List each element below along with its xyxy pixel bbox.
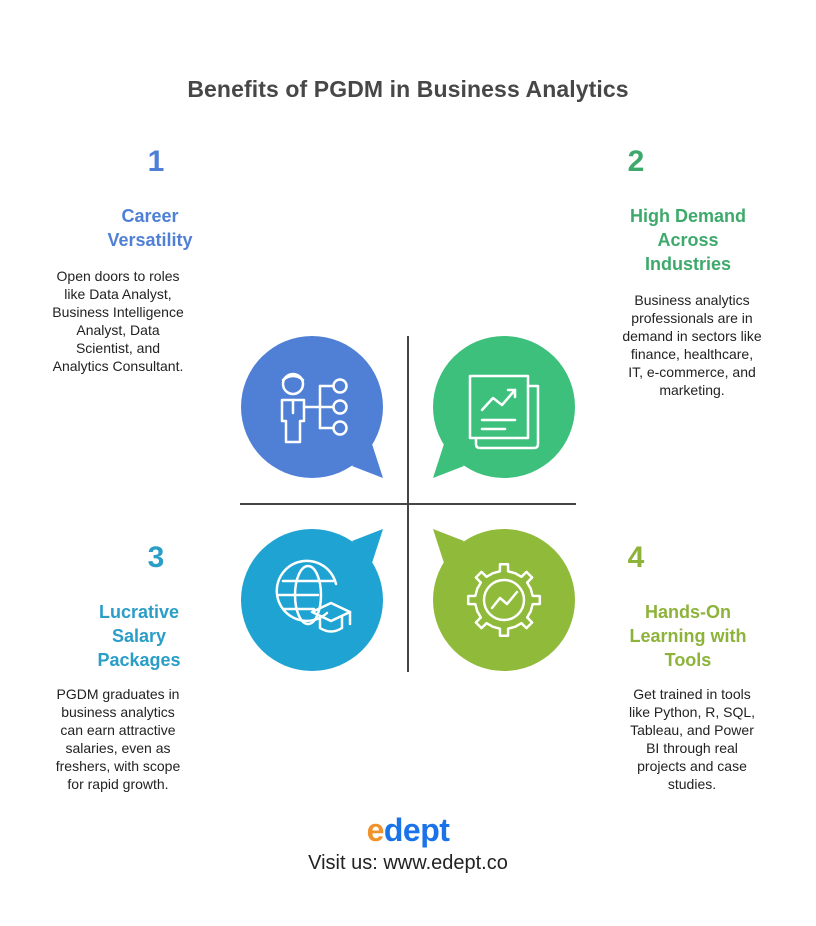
edept-logo: edept (366, 812, 450, 848)
benefit-4-bubble (433, 529, 575, 671)
benefit-1-bubble (241, 336, 383, 478)
benefit-1-number: 1 (147, 145, 165, 178)
page-title: Benefits of PGDM in Business Analytics (187, 76, 629, 102)
benefit-4-description: Get trained in tools like Python, R, SQL… (628, 686, 756, 792)
benefit-3-bubble (241, 529, 383, 671)
benefit-2-heading: High Demand Across Industries (629, 206, 746, 274)
trend-report-icon (468, 374, 540, 450)
globe-graduation-icon (275, 559, 352, 633)
gear-chart-icon (466, 562, 542, 638)
benefit-2-number: 2 (627, 145, 645, 178)
benefit-2-bubble (433, 336, 575, 478)
benefit-4-heading: Hands-On Learning with Tools (629, 602, 747, 670)
benefit-3-description: PGDM graduates in business analytics can… (55, 686, 181, 792)
benefit-3-heading: Lucrative Salary Packages (97, 602, 181, 670)
benefit-4-number: 4 (627, 541, 645, 574)
visit-website-text: Visit us: www.edept.co (308, 852, 508, 874)
benefit-2-description: Business analytics professionals are in … (622, 292, 762, 398)
benefit-1-heading: Career Versatility (107, 206, 193, 250)
benefit-1-description: Open doors to roles like Data Analyst, B… (52, 268, 184, 374)
person-network-icon (280, 372, 348, 444)
benefit-3-number: 3 (147, 541, 165, 574)
